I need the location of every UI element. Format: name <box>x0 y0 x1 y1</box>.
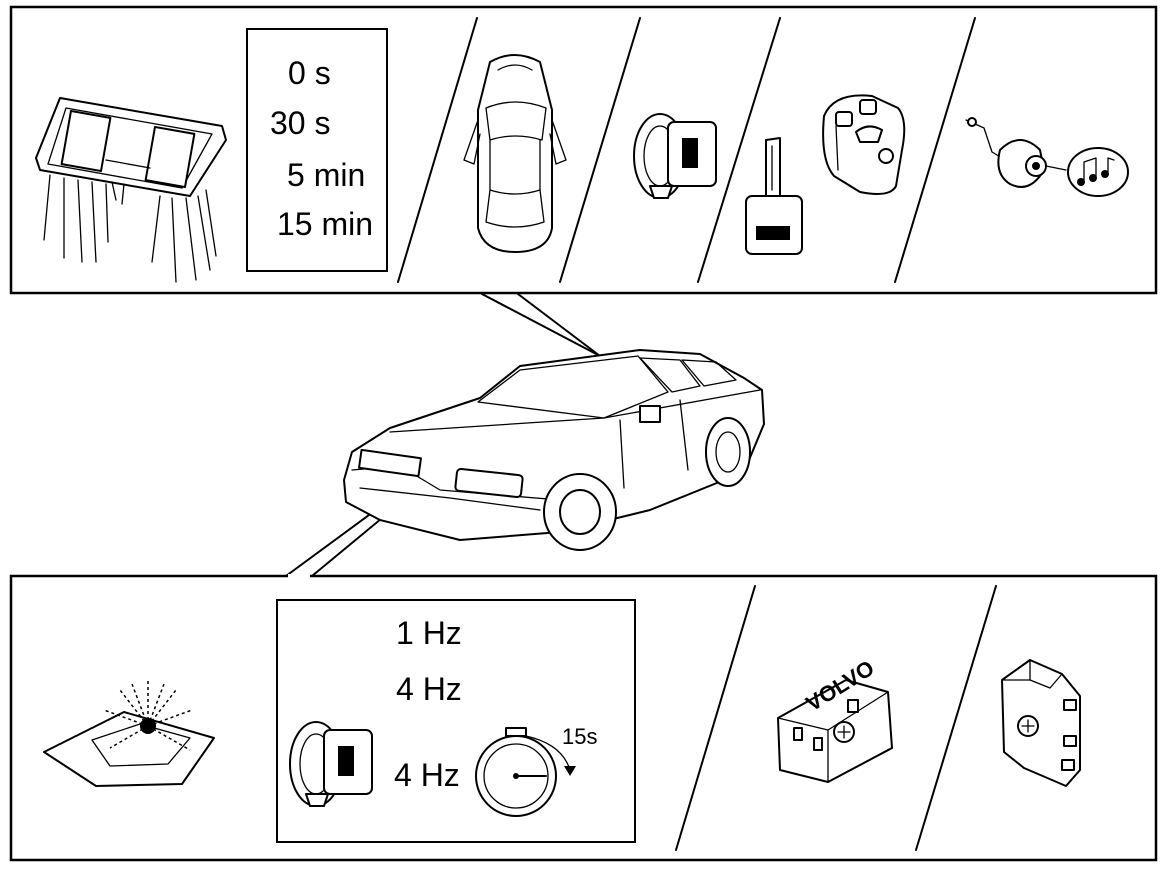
stopwatch-icon: 15s <box>475 724 597 817</box>
car-top-view-icon <box>463 54 567 253</box>
timer-option-0s: 0 s <box>288 55 331 91</box>
remote-fob-icon <box>822 94 906 195</box>
timer-options-box: 0 s 30 s 5 min 15 min <box>246 28 388 272</box>
key-icon <box>745 137 803 255</box>
top-panel-dividers <box>397 17 976 283</box>
frequency-4hz-a: 4 Hz <box>396 671 462 707</box>
timer-option-5min: 5 min <box>287 157 365 193</box>
bottom-panel-dividers <box>675 585 997 851</box>
relay-icon <box>1001 659 1081 787</box>
timer-option-15min: 15 min <box>277 206 373 242</box>
ignition-lock-icon <box>289 721 373 807</box>
siren-icon <box>965 117 1129 197</box>
stopwatch-duration-label: 15s <box>562 724 597 749</box>
flashing-indicator-icon <box>43 680 215 787</box>
frequency-1hz: 1 Hz <box>396 615 462 651</box>
sedan-car-icon <box>343 349 765 551</box>
top-panel: 0 s 30 s 5 min 15 min <box>9 5 1158 295</box>
bottom-panel: 1 Hz 4 Hz 4 Hz 15s <box>9 574 1158 862</box>
ignition-lock-icon <box>633 113 717 199</box>
frequency-box: 1 Hz 4 Hz 4 Hz 15s <box>276 599 636 843</box>
interior-light-icon <box>35 97 227 283</box>
timer-option-30s: 30 s <box>270 105 330 141</box>
frequency-4hz-b: 4 Hz <box>394 757 460 793</box>
